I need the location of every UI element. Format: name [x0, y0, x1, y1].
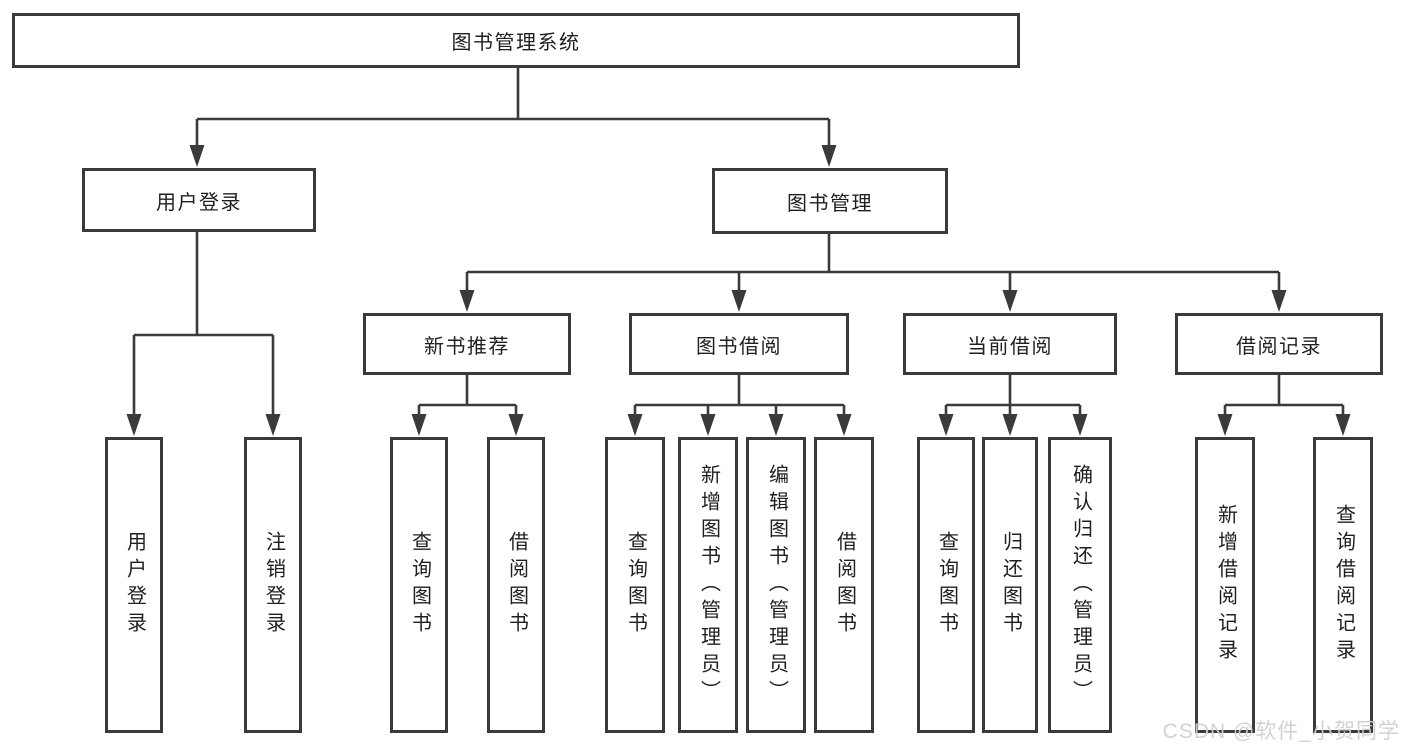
leaf-current-confirm-return-admin: 确认归还（管理员）: [1048, 437, 1112, 733]
node-borrowing-records: 借阅记录: [1175, 313, 1383, 375]
node-book-management: 图书管理: [712, 168, 948, 234]
leaf-borrow-borrow-books: 借阅图书: [814, 437, 874, 733]
leaf-records-add-record-label: 新增借阅记录: [1214, 504, 1237, 666]
leaf-current-query-books: 查询图书: [917, 437, 975, 733]
leaf-logout-label: 注销登录: [262, 531, 285, 639]
leaf-borrow-borrow-books-label: 借阅图书: [833, 531, 856, 639]
leaf-records-query-record-label: 查询借阅记录: [1332, 504, 1355, 666]
node-root: 图书管理系统: [12, 13, 1020, 68]
leaf-records-query-record: 查询借阅记录: [1313, 437, 1373, 733]
leaf-rec-borrow-books: 借阅图书: [487, 437, 545, 733]
leaf-borrow-query-books-label: 查询图书: [624, 531, 647, 639]
leaf-borrow-edit-books-admin: 编辑图书（管理员）: [746, 437, 806, 733]
leaf-borrow-add-books-admin-label: 新增图书（管理员）: [697, 463, 720, 707]
leaf-logout: 注销登录: [244, 437, 302, 733]
node-user-login: 用户登录: [82, 168, 316, 232]
leaf-records-add-record: 新增借阅记录: [1195, 437, 1255, 733]
leaf-borrow-query-books: 查询图书: [605, 437, 665, 733]
leaf-current-query-books-label: 查询图书: [935, 531, 958, 639]
leaf-rec-borrow-books-label: 借阅图书: [505, 531, 528, 639]
csdn-watermark: CSDN @软件_小贺同学: [1162, 720, 1400, 743]
node-new-book-recommend: 新书推荐: [363, 313, 571, 375]
node-current-borrowing: 当前借阅: [903, 313, 1117, 375]
leaf-user-login: 用户登录: [105, 437, 163, 733]
leaf-rec-query-books-label: 查询图书: [408, 531, 431, 639]
leaf-current-confirm-return-admin-label: 确认归还（管理员）: [1069, 463, 1092, 707]
leaf-borrow-edit-books-admin-label: 编辑图书（管理员）: [765, 463, 788, 707]
leaf-current-return-books: 归还图书: [982, 437, 1038, 733]
leaf-user-login-label: 用户登录: [123, 531, 146, 639]
node-book-borrowing: 图书借阅: [629, 313, 849, 375]
leaf-borrow-add-books-admin: 新增图书（管理员）: [678, 437, 738, 733]
leaf-rec-query-books: 查询图书: [390, 437, 448, 733]
leaf-current-return-books-label: 归还图书: [999, 531, 1022, 639]
